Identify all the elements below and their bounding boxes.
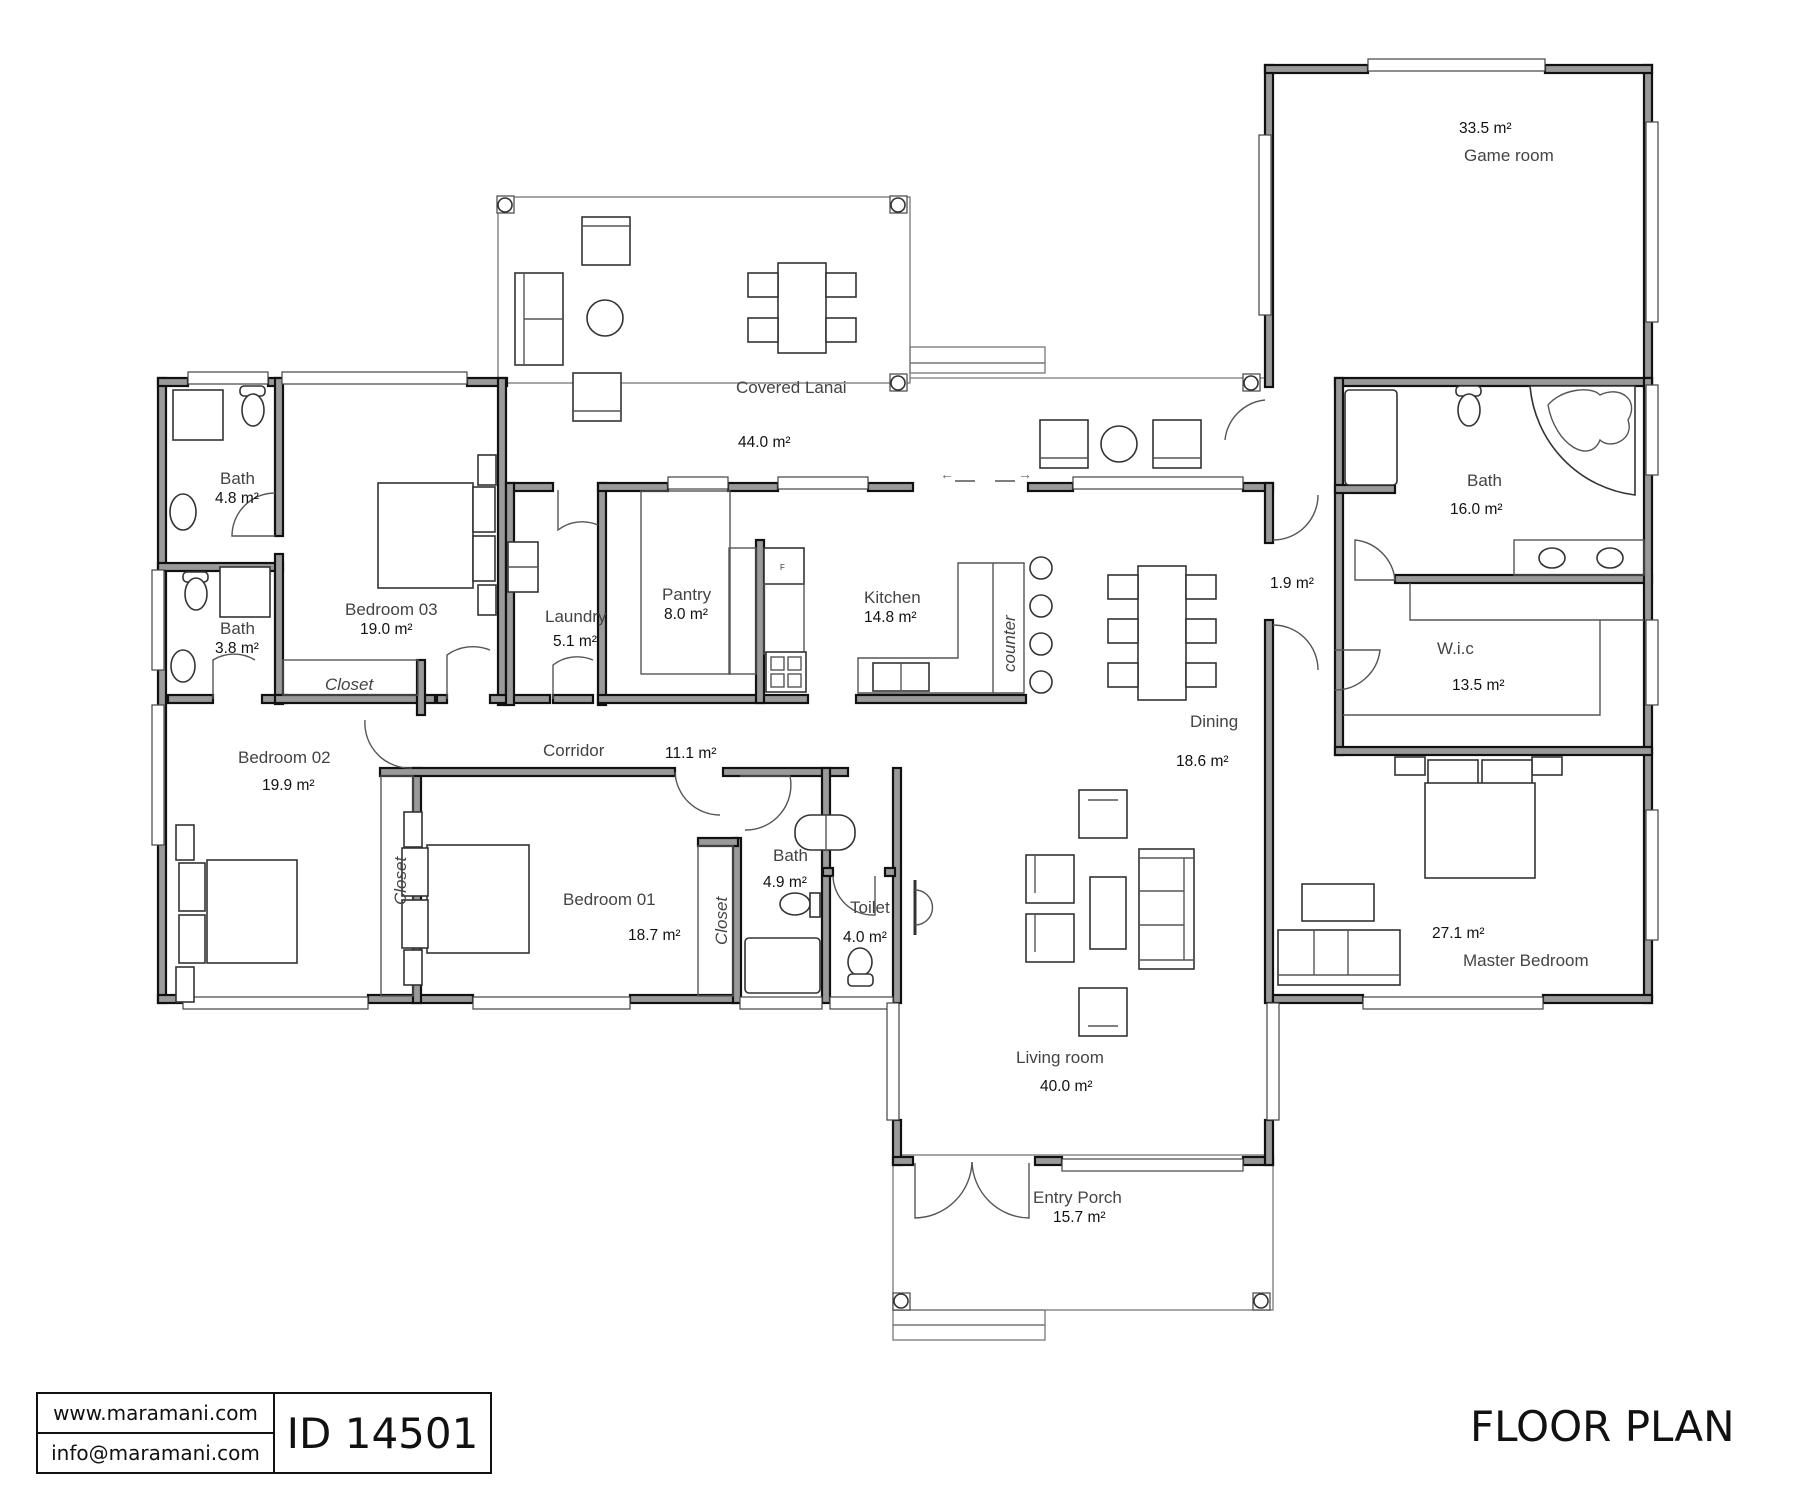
double-sink-icon [794, 814, 856, 851]
plan-id: ID 14501 [286, 1408, 479, 1458]
bathtub-icon [744, 937, 821, 994]
svg-text:F: F [780, 563, 785, 572]
room-area: 13.5 m² [1452, 677, 1505, 694]
room-area: 1.9 m² [1270, 575, 1314, 592]
washer-icon [507, 541, 539, 593]
room-area: 4.8 m² [215, 490, 259, 507]
contact-block: www.maramani.com info@maramani.com [38, 1394, 275, 1472]
room-name: Master Bedroom [1463, 951, 1589, 970]
room-name: Game room [1464, 146, 1554, 165]
room-area: 3.8 m² [215, 640, 259, 657]
lanai-round-table-icon [586, 299, 624, 337]
entry-porch: Entry Porch 15.7 m² [892, 1154, 1274, 1341]
room-area: 15.7 m² [1053, 1209, 1106, 1226]
fixtures: F counter [169, 385, 1645, 1037]
doors [212, 399, 1396, 935]
closet-label: Closet [391, 856, 410, 905]
room-area: 16.0 m² [1450, 501, 1503, 518]
double-door-icon [914, 1161, 1030, 1219]
bed-icon [377, 454, 497, 616]
closet-label: Closet [325, 675, 374, 694]
room-name: Bedroom 01 [563, 890, 656, 909]
lanai-sofa-icon [514, 272, 564, 366]
room-name: Laundry [545, 607, 607, 626]
room-area: 19.9 m² [262, 777, 315, 794]
room-name: Bath [1467, 471, 1502, 490]
lanai-armchair-icon [572, 216, 631, 422]
room-area: 33.5 m² [1459, 120, 1512, 137]
closet-label: Closet [712, 896, 731, 945]
room-area: 8.0 m² [664, 606, 708, 623]
bathtub-icon [1344, 389, 1398, 486]
email-text: info@maramani.com [51, 1441, 260, 1465]
room-name: Bath [220, 469, 255, 488]
front-door-icon [913, 880, 934, 935]
lanai-dining-set-icon [747, 262, 857, 354]
room-name: Corridor [543, 741, 605, 760]
shower-icon [219, 566, 271, 618]
room-name: Bedroom 02 [238, 748, 331, 767]
bed-icon [175, 824, 298, 1003]
drawing-title: FLOOR PLAN [1470, 1402, 1735, 1451]
room-name: Dining [1190, 712, 1238, 731]
room-area: 18.6 m² [1176, 753, 1229, 770]
dining-table-icon [1107, 565, 1217, 701]
room-area: 40.0 m² [1040, 1078, 1093, 1095]
room-area: 19.0 m² [360, 621, 413, 638]
room-area: 4.0 m² [843, 929, 887, 946]
double-sink-icon [1538, 547, 1624, 569]
toilet-icon [847, 947, 874, 987]
master-sofa-icon [1277, 929, 1401, 986]
room-name: Pantry [662, 585, 712, 604]
master-table-icon [1301, 883, 1375, 922]
toilet-icon [182, 571, 209, 611]
covered-lanai: Covered Lanai 44.0 m² [496, 195, 1265, 490]
windows: ← → [151, 58, 1659, 1172]
room-name: W.i.c [1437, 639, 1474, 658]
title-block: www.maramani.com info@maramani.com ID 14… [36, 1392, 492, 1474]
bed-icon [1394, 756, 1563, 879]
living-sofa-icon [1138, 848, 1195, 970]
corner-tub-icon [1529, 385, 1636, 496]
room-name: Bath [773, 846, 808, 865]
fridge-icon: F [763, 547, 805, 585]
room-name: Covered Lanai [736, 378, 847, 397]
slide-arrow-left-icon: ← [940, 466, 954, 482]
room-area: 11.1 m² [665, 745, 716, 762]
column-icon [496, 195, 1261, 392]
slide-arrow-right-icon: → [1018, 466, 1032, 482]
room-area: 5.1 m² [553, 633, 597, 650]
shower-icon [172, 389, 224, 441]
website-text: www.maramani.com [38, 1394, 273, 1434]
room-area: 18.7 m² [628, 927, 681, 944]
room-name: Bath [220, 619, 255, 638]
room-name: Kitchen [864, 588, 921, 607]
sink-icon [169, 493, 197, 531]
armchair-icon [1025, 789, 1128, 1037]
room-area: 14.8 m² [864, 609, 917, 626]
room-name: Living room [1016, 1048, 1104, 1067]
room-name: Entry Porch [1033, 1188, 1122, 1207]
kitchen-sink-icon [872, 662, 930, 692]
toilet-icon [779, 892, 821, 918]
room-area: 27.1 m² [1432, 925, 1485, 942]
bar-stool-icon [1029, 556, 1053, 694]
room-labels: 33.5 m² Game room Bath 4.8 m² Bath 3.8 m… [215, 120, 1589, 1095]
sink-icon [170, 649, 196, 683]
room-area: 4.9 m² [763, 874, 807, 891]
coffee-table-icon [1089, 876, 1127, 950]
counter-label: counter [1000, 614, 1019, 672]
toilet-icon [239, 385, 266, 427]
bed-icon [401, 811, 530, 986]
room-name: Toilet [850, 898, 890, 917]
room-area: 44.0 m² [738, 434, 791, 451]
room-name: Bedroom 03 [345, 600, 438, 619]
stove-icon [765, 651, 807, 693]
toilet-icon [1455, 385, 1482, 427]
